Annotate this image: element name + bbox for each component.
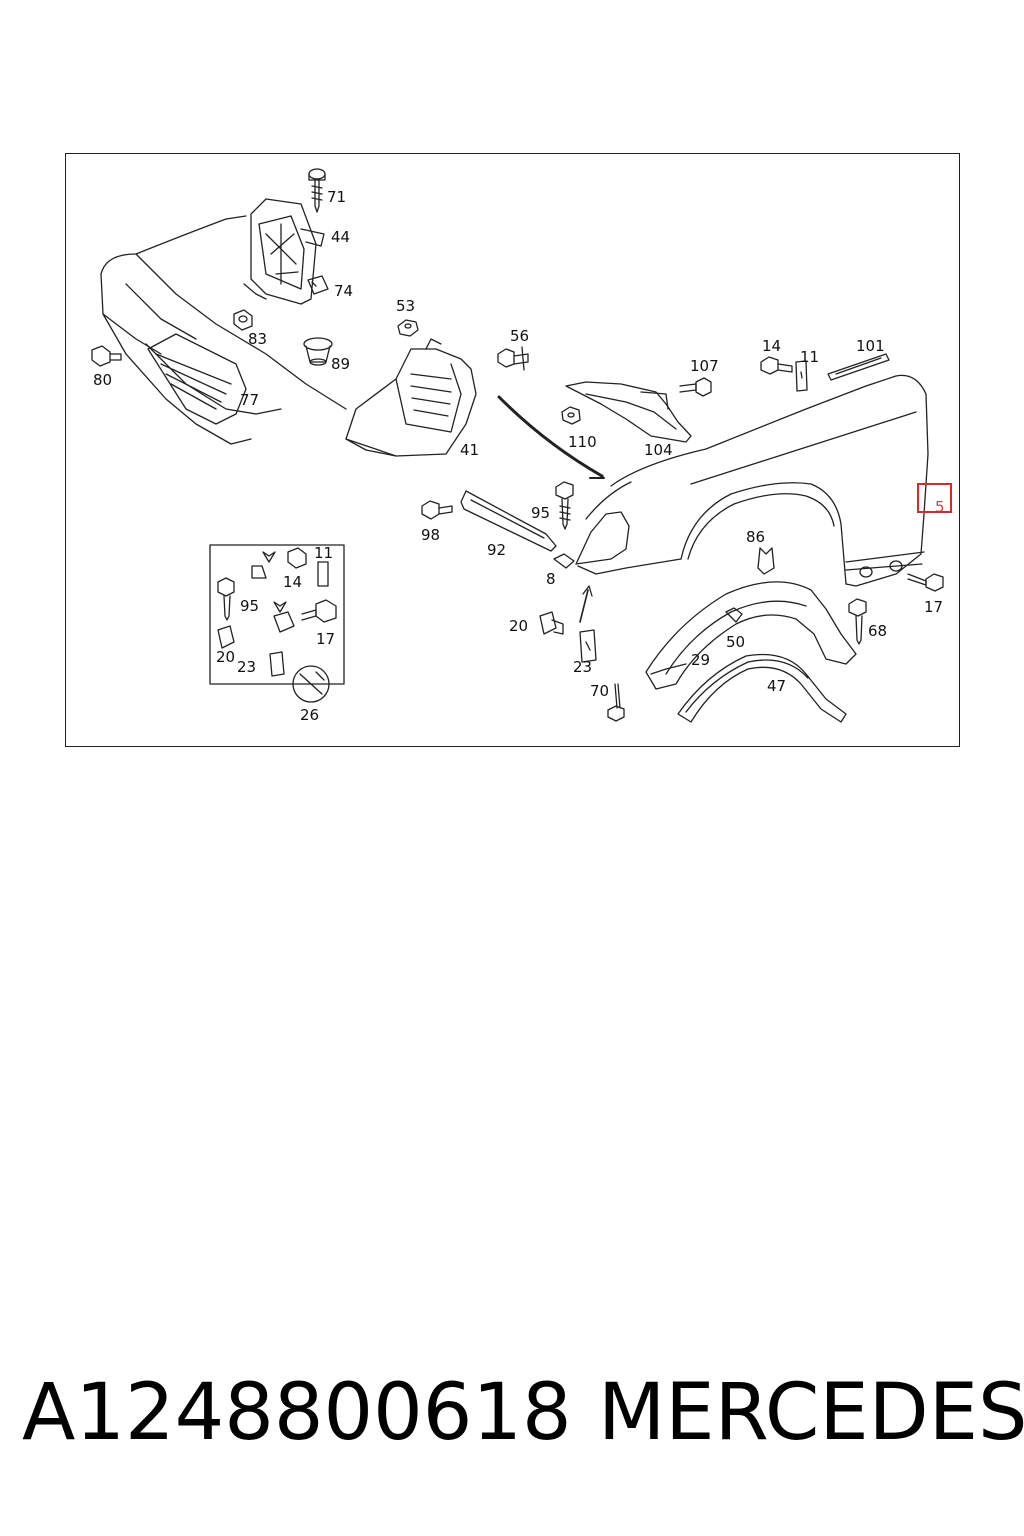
screw-95-drawing — [555, 481, 574, 530]
nut-83-drawing — [233, 309, 253, 331]
part-label[interactable]: 41 — [460, 441, 480, 459]
bolt-68-drawing — [848, 598, 867, 645]
clip-8-drawing — [553, 553, 575, 569]
part-label[interactable]: 23 — [237, 658, 257, 676]
clip-56-drawing — [497, 346, 529, 371]
nut-110-drawing — [561, 406, 581, 425]
part-label[interactable]: 68 — [868, 622, 888, 640]
bolt-71-drawing — [308, 168, 326, 213]
part-label[interactable]: 74 — [334, 282, 354, 300]
part-label[interactable]: 14 — [762, 337, 782, 355]
part-label[interactable]: 104 — [644, 441, 673, 459]
car-body-drawing — [100, 215, 347, 445]
part-label-highlighted[interactable]: 5 — [935, 498, 945, 516]
bracket-47-drawing — [677, 653, 847, 723]
bracket-92-drawing — [460, 490, 557, 552]
parts-diagram: 71 44 74 83 89 80 77 53 56 41 107 14 11 … — [65, 153, 960, 747]
clip-11-drawing — [795, 360, 808, 392]
part-label[interactable]: 23 — [573, 658, 593, 676]
part-label[interactable]: 11 — [314, 544, 334, 562]
part-label[interactable]: 77 — [240, 391, 260, 409]
clip-50-drawing — [725, 607, 743, 623]
part-number: A1248800618 — [22, 1368, 572, 1458]
bolt-107-drawing — [679, 377, 712, 397]
part-highlight-box — [917, 483, 952, 513]
kit-box-parts — [217, 547, 337, 703]
strip-101-drawing — [827, 353, 890, 381]
direction-arrow — [497, 395, 604, 478]
part-label[interactable]: 17 — [924, 598, 944, 616]
part-label[interactable]: 95 — [240, 597, 260, 615]
part-label[interactable]: 92 — [487, 541, 507, 559]
part-label[interactable]: 53 — [396, 297, 416, 315]
bolt-98-drawing — [421, 500, 453, 520]
part-label[interactable]: 89 — [331, 355, 351, 373]
part-label[interactable]: 70 — [590, 682, 610, 700]
brand-name: MERCEDES — [598, 1368, 1024, 1458]
bolt-14-drawing — [760, 356, 793, 375]
direction-arrow-up — [579, 589, 589, 623]
splash-shield-41-drawing — [345, 338, 477, 457]
direction-arrowhead — [589, 469, 605, 479]
bolt-80-drawing — [91, 345, 122, 367]
clip-74-drawing — [307, 275, 329, 295]
kit-box — [209, 544, 345, 685]
part-label[interactable]: 110 — [568, 433, 597, 451]
part-label[interactable]: 95 — [531, 504, 551, 522]
bolt-53-drawing — [397, 319, 419, 337]
part-label[interactable]: 80 — [93, 371, 113, 389]
part-label[interactable]: 83 — [248, 330, 268, 348]
part-label[interactable]: 44 — [331, 228, 351, 246]
wheel-liner-29-drawing — [645, 581, 857, 690]
part-label[interactable]: 47 — [767, 677, 787, 695]
bolt-70-drawing — [607, 683, 625, 722]
bolt-17-drawing — [907, 573, 944, 592]
part-label[interactable]: 11 — [800, 348, 820, 366]
clip-23-drawing — [579, 629, 597, 663]
clip-86-drawing — [757, 547, 775, 575]
grommet-89-drawing — [303, 337, 333, 366]
part-label[interactable]: 29 — [691, 651, 711, 669]
part-label[interactable]: 20 — [216, 648, 236, 666]
part-label[interactable]: 107 — [690, 357, 719, 375]
part-label[interactable]: 71 — [327, 188, 347, 206]
part-label[interactable]: 17 — [316, 630, 336, 648]
part-label[interactable]: 50 — [726, 633, 746, 651]
part-label[interactable]: 101 — [856, 337, 885, 355]
part-label[interactable]: 98 — [421, 526, 441, 544]
direction-arrowhead-up — [582, 585, 593, 597]
part-label[interactable]: 86 — [746, 528, 766, 546]
part-label[interactable]: 26 — [300, 706, 320, 724]
bracket-44-drawing — [243, 198, 325, 305]
part-label[interactable]: 8 — [546, 570, 556, 588]
fender-5-drawing — [575, 374, 929, 587]
bracket-104-drawing — [565, 381, 692, 443]
part-label[interactable]: 56 — [510, 327, 530, 345]
diagram-artwork — [91, 168, 944, 723]
clip-20-drawing — [539, 611, 564, 635]
part-label[interactable]: 20 — [509, 617, 529, 635]
part-label[interactable]: 14 — [283, 573, 303, 591]
